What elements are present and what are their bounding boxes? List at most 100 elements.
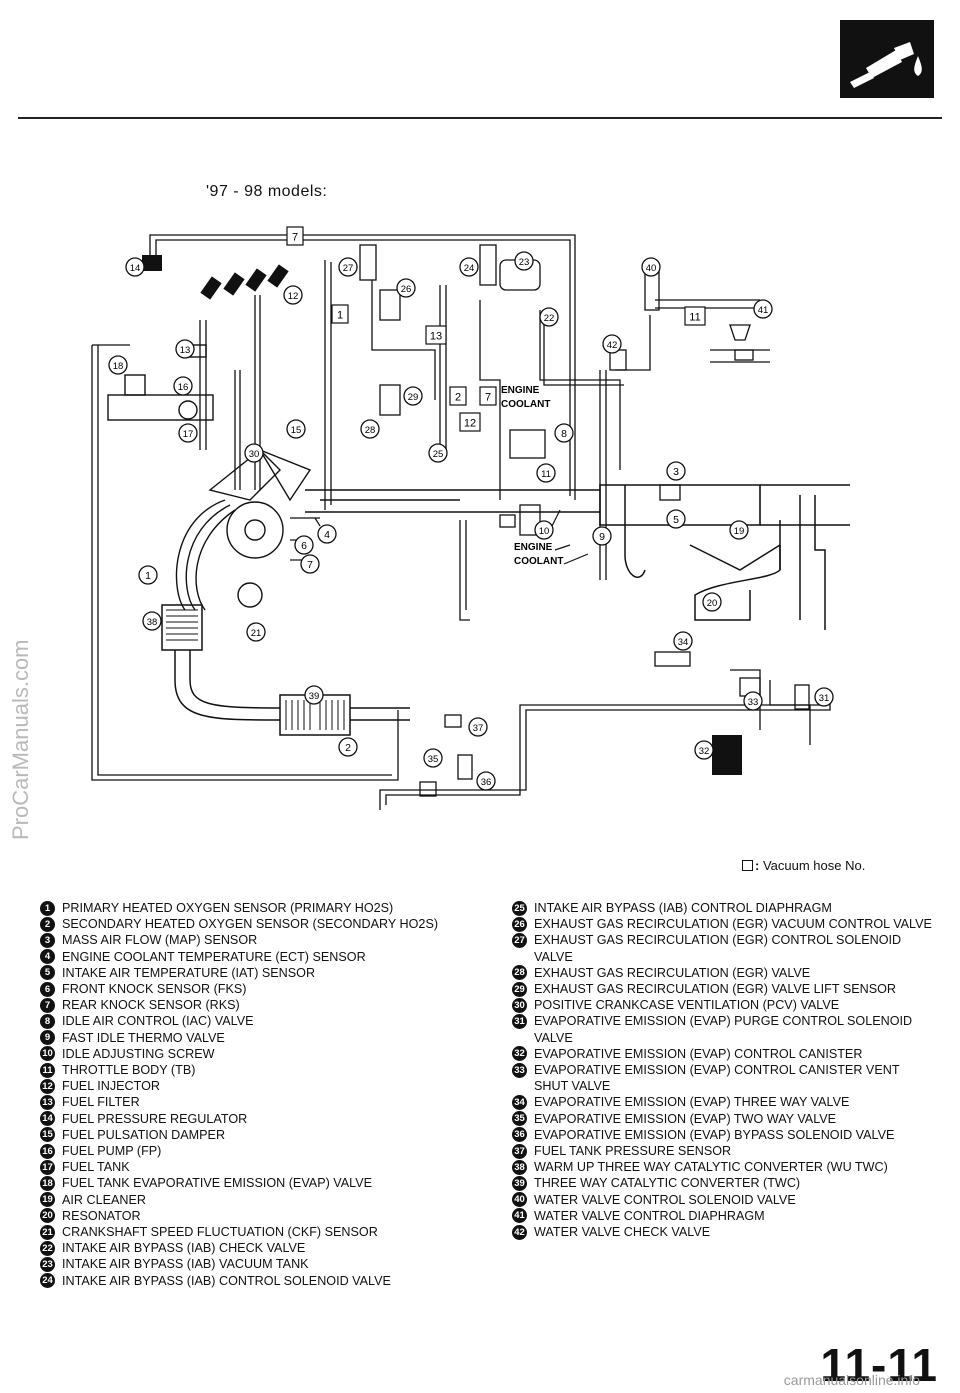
callout-number: 34 — [673, 631, 693, 651]
component-name: FUEL PUMP (FP) — [62, 1144, 162, 1159]
svg-text:16: 16 — [178, 382, 189, 393]
component-number-badge: 41 — [512, 1208, 527, 1224]
svg-text:9: 9 — [599, 531, 605, 543]
component-number-badge: 26 — [512, 916, 527, 932]
callout-number: 26 — [396, 278, 416, 298]
component-name: EXHAUST GAS RECIRCULATION (EGR) VACUUM C… — [534, 917, 932, 932]
callout-number: 35 — [423, 748, 443, 768]
callout-number: 22 — [539, 307, 559, 327]
component-number-badge: 11 — [40, 1062, 55, 1078]
svg-text:28: 28 — [365, 425, 376, 436]
callout-number: 25 — [428, 443, 448, 463]
hose-number-label: 7 — [479, 386, 497, 406]
svg-text:1: 1 — [337, 310, 343, 322]
callout-number: 28 — [360, 419, 380, 439]
hose-number-label: 1 — [331, 304, 349, 324]
component-name: FAST IDLE THERMO VALVE — [62, 1030, 225, 1045]
component-item: 32 EVAPORATIVE EMISSION (EVAP) CONTROL CA… — [512, 1046, 932, 1062]
component-number-badge: 28 — [512, 965, 527, 981]
component-name: FUEL TANK PRESSURE SENSOR — [534, 1144, 732, 1159]
callout-number: 8 — [554, 423, 574, 443]
svg-text:33: 33 — [748, 697, 759, 708]
component-name: WATER VALVE CONTROL DIAPHRAGM — [534, 1208, 765, 1223]
svg-text:14: 14 — [130, 263, 141, 274]
callout-number: 10 — [534, 520, 554, 540]
callout-number: 6 — [294, 535, 314, 555]
component-number-badge: 1 — [40, 900, 55, 916]
component-name: EVAPORATIVE EMISSION (EVAP) PURGE CONTRO… — [534, 1014, 913, 1045]
svg-text:25: 25 — [433, 449, 444, 460]
callout-number: 9 — [592, 526, 612, 546]
svg-text:12: 12 — [464, 418, 476, 430]
svg-text:23: 23 — [519, 257, 530, 268]
callout-number: 12 — [283, 285, 303, 305]
svg-text:11: 11 — [541, 469, 551, 480]
svg-text:10: 10 — [539, 526, 550, 537]
component-name: CRANKSHAFT SPEED FLUCTUATION (CKF) SENSO… — [62, 1225, 378, 1240]
component-item: 23 INTAKE AIR BYPASS (IAB) VACUUM TANK — [40, 1256, 460, 1272]
component-number-badge: 7 — [40, 997, 55, 1013]
callout-number: 1 — [138, 565, 158, 585]
component-number-badge: 23 — [40, 1256, 55, 1272]
hose-number-label: 2 — [449, 386, 467, 406]
component-number-badge: 32 — [512, 1046, 527, 1062]
svg-text:42: 42 — [607, 340, 618, 351]
svg-text:36: 36 — [481, 777, 492, 788]
component-name: FUEL INJECTOR — [62, 1079, 160, 1094]
callout-number: 32 — [694, 740, 714, 760]
callout-number: 38 — [142, 611, 162, 631]
svg-text:19: 19 — [734, 526, 745, 537]
component-name: INTAKE AIR BYPASS (IAB) VACUUM TANK — [62, 1257, 309, 1272]
component-number-badge: 24 — [40, 1273, 55, 1289]
svg-text:27: 27 — [343, 263, 354, 274]
hose-number-box-icon — [742, 860, 753, 871]
component-name: RESONATOR — [62, 1208, 141, 1223]
hose-number-label: 13 — [425, 325, 447, 345]
fuel-nozzle-icon — [840, 20, 934, 98]
component-name: SECONDARY HEATED OXYGEN SENSOR (SECONDAR… — [62, 917, 439, 932]
callout-number: 13 — [175, 339, 195, 359]
svg-text:20: 20 — [707, 598, 718, 609]
callout-number: 7 — [300, 554, 320, 574]
svg-text:13: 13 — [180, 345, 191, 356]
callout-number: 41 — [753, 299, 773, 319]
page-number: 11-11 — [820, 1339, 938, 1391]
component-number-badge: 42 — [512, 1224, 527, 1240]
component-number-badge: 27 — [512, 932, 527, 948]
component-number-badge: 2 — [40, 916, 55, 932]
callout-number: 4 — [317, 524, 337, 544]
component-number-badge: 19 — [40, 1192, 55, 1208]
svg-text:2: 2 — [345, 742, 351, 754]
svg-text:4: 4 — [324, 529, 330, 541]
callout-number: 40 — [641, 257, 661, 277]
callout-number: 20 — [702, 592, 722, 612]
callout-number: 24 — [459, 257, 479, 277]
callout-number: 3 — [666, 461, 686, 481]
component-name: EVAPORATIVE EMISSION (EVAP) CONTROL CANI… — [534, 1046, 863, 1061]
component-number-badge: 18 — [40, 1175, 55, 1191]
svg-text:35: 35 — [428, 754, 439, 765]
svg-text:34: 34 — [678, 637, 689, 648]
svg-text:30: 30 — [249, 449, 260, 460]
component-number-badge: 16 — [40, 1143, 55, 1159]
component-name: FUEL TANK — [62, 1160, 130, 1175]
legend-note: : Vacuum hose No. — [742, 858, 865, 873]
svg-text:13: 13 — [430, 331, 442, 343]
